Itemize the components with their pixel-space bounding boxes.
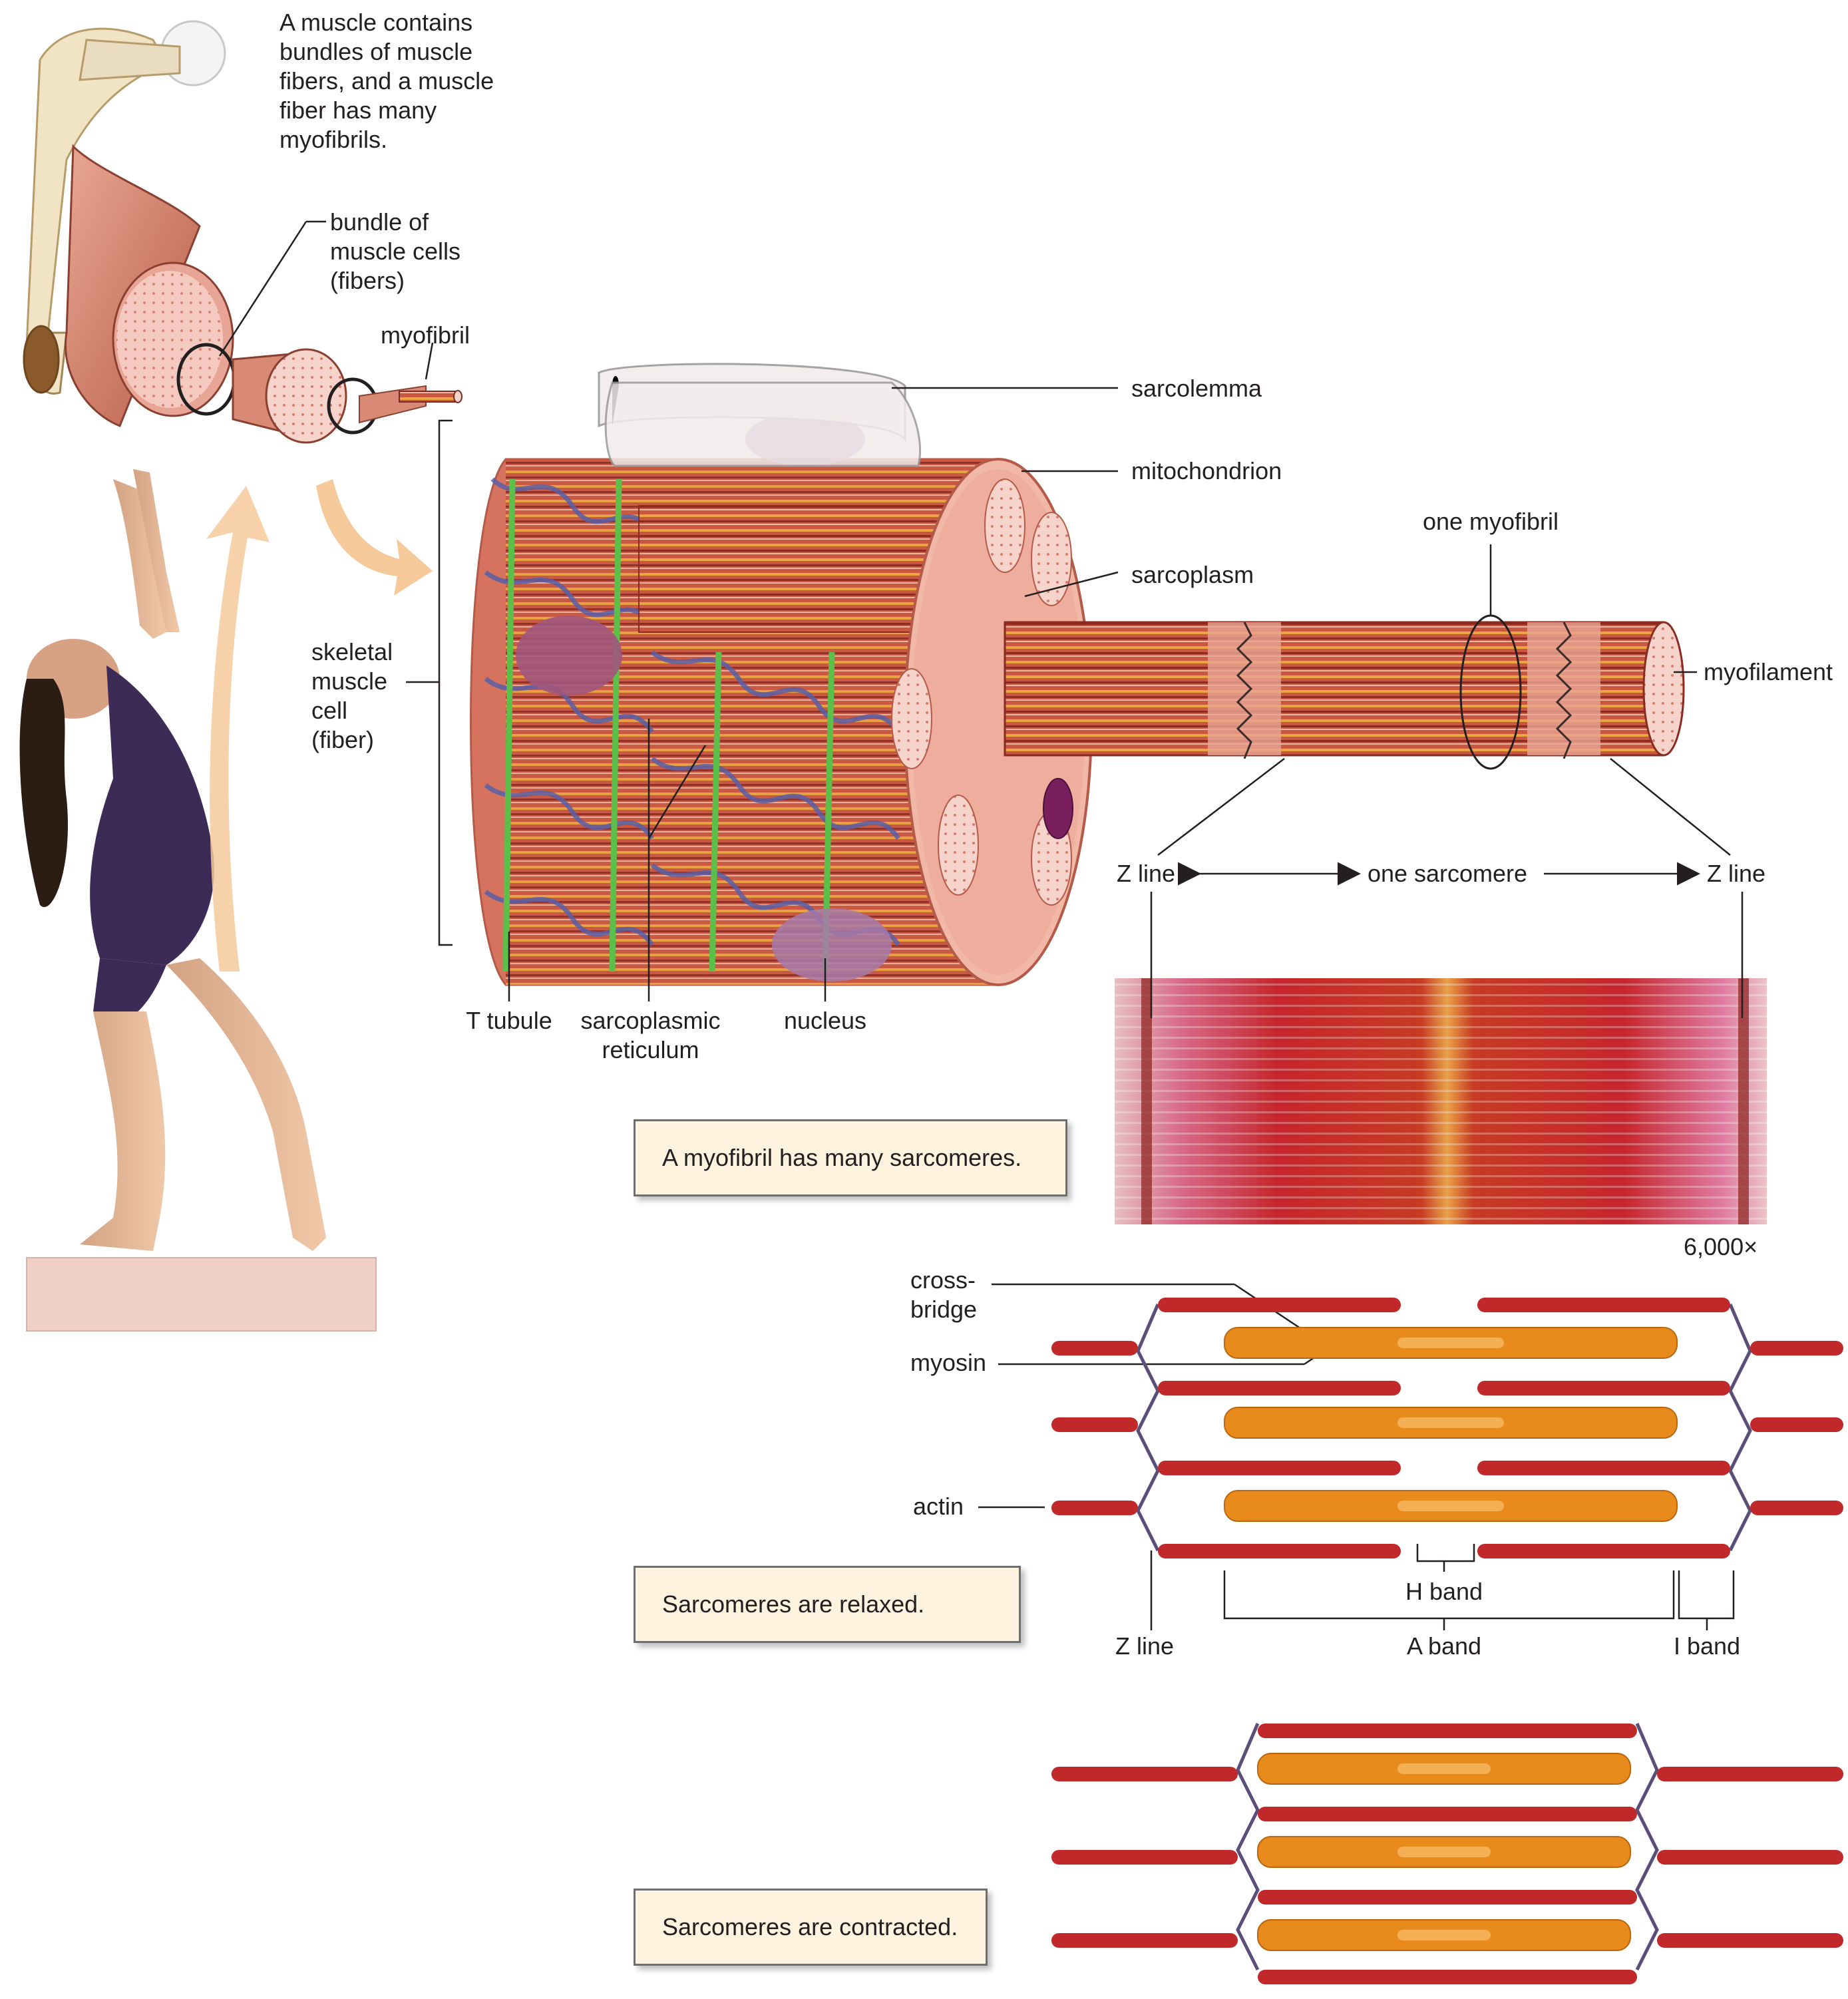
leader-lines: [218, 220, 1744, 1630]
upward-arrow: [206, 486, 270, 972]
myosin-label: myosin: [910, 1349, 987, 1376]
z-disc-relaxed-left: [1136, 1304, 1160, 1552]
gymnast-illustration: [19, 469, 377, 1332]
sarcomere-micrograph: [1115, 978, 1767, 1224]
cross-bridge-label: cross- bridge: [910, 1266, 978, 1323]
myofibril-cylinder: [1004, 614, 1685, 770]
t-tubule-label: T tubule: [466, 1007, 552, 1034]
z-line-right-label: Z line: [1707, 860, 1766, 887]
mitochondrion-label: mitochondrion: [1131, 457, 1282, 484]
one-myofibril-label: one myofibril: [1422, 508, 1559, 535]
z-line-bottom-label: Z line: [1115, 1632, 1175, 1660]
i-band-label: I band: [1673, 1632, 1741, 1660]
intro-text: A muscle contains bundles of muscle fibe…: [279, 9, 494, 153]
magnification-label: 6,000×: [1684, 1233, 1758, 1260]
actin-label: actin: [913, 1493, 964, 1520]
relaxed-sarcomere: [1051, 1298, 1843, 1558]
a-band-label: A band: [1406, 1632, 1482, 1660]
skeletal-cell-label: skeletal muscle cell (fiber): [311, 638, 393, 753]
contracted-sarcomere: [1051, 1723, 1843, 1984]
myofibril-label: myofibril: [381, 321, 470, 349]
sarcolemma-flap: [604, 381, 922, 467]
caption-box-relaxed: Sarcomeres are relaxed.: [634, 1566, 1021, 1643]
z-disc-relaxed-right: [1728, 1304, 1752, 1552]
caption-box-many-sarcomeres: A myofibril has many sarcomeres.: [634, 1119, 1067, 1196]
caption-box-contracted: Sarcomeres are contracted.: [634, 1889, 988, 1966]
muscle-fiber-illustration: [470, 363, 1093, 986]
myosin-cores-contracted: [1397, 1763, 1491, 1940]
myofilament-label: myofilament: [1704, 658, 1833, 685]
caption-relaxed: Sarcomeres are relaxed.: [662, 1590, 925, 1618]
actin-filaments-relaxed: [1051, 1298, 1843, 1558]
bundle-label: bundle of muscle cells (fibers): [330, 208, 461, 294]
caption-many-sarcomeres: A myofibril has many sarcomeres.: [662, 1144, 1022, 1171]
sarcoplasm-label: sarcoplasm: [1131, 561, 1254, 588]
curved-arrow-to-cell: [316, 479, 433, 596]
z-disc-contracted-left: [1236, 1723, 1260, 1971]
z-disc-contracted-right: [1635, 1723, 1659, 1971]
sarcolemma-label: sarcolemma: [1131, 375, 1262, 402]
nucleus-label: nucleus: [783, 1007, 867, 1034]
myosin-cores-relaxed: [1397, 1338, 1504, 1511]
h-band-label: H band: [1405, 1578, 1483, 1605]
z-line-left-label: Z line: [1117, 860, 1176, 887]
sarcoplasmic-reticulum-label: sarcoplasmic reticulum: [580, 1007, 721, 1063]
actin-filaments-contracted: [1051, 1724, 1843, 1984]
caption-contracted: Sarcomeres are contracted.: [662, 1913, 958, 1940]
muscle-bundle-illustration: [23, 20, 462, 444]
one-sarcomere-label: one sarcomere: [1367, 860, 1528, 887]
